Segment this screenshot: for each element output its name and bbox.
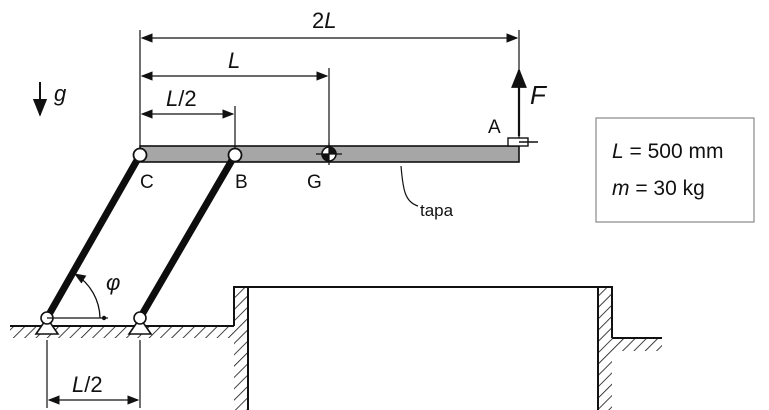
dim-l: L [140, 48, 330, 146]
ground-right [612, 337, 662, 351]
pin-b [227, 147, 243, 163]
pin-right-ground [133, 311, 147, 325]
point-b-label: B [235, 172, 248, 193]
force-label: F [530, 80, 548, 110]
point-c-label: C [140, 172, 154, 193]
lid-leader: tapa [400, 165, 454, 220]
angle-reference-dot [101, 315, 107, 321]
dim-2l-label: 2L [312, 8, 337, 33]
param-length: L = 500 mm [612, 140, 723, 163]
point-a-label: A [488, 117, 501, 138]
container-left-wall-hatch [234, 287, 248, 410]
lid-label: tapa [420, 201, 454, 220]
dim-half-top: L/2 [140, 86, 236, 148]
link-c [43, 151, 144, 322]
ground-left-hatch [10, 326, 234, 338]
pin-c [132, 147, 148, 163]
param-mass: m = 30 kg [612, 177, 705, 200]
container-right-wall [597, 286, 613, 410]
container [233, 286, 613, 410]
container-left-wall [233, 286, 249, 410]
point-g-label: G [307, 172, 322, 193]
support-left [34, 311, 60, 335]
container-right-wall-hatch [598, 287, 612, 410]
link-b [136, 151, 239, 322]
dim-half-top-label: L/2 [166, 86, 197, 111]
angle-label: φ [106, 270, 120, 295]
angle-arc [74, 273, 101, 319]
ground-right-hatch [612, 338, 662, 351]
lid-leader-line [400, 165, 419, 207]
support-right [127, 311, 153, 335]
center-of-mass-symbol [316, 143, 342, 165]
params-box: L = 500 mm m = 30 kg [595, 117, 755, 223]
support-left-triangle [34, 316, 60, 335]
support-right-triangle [127, 316, 153, 335]
dim-l-label: L [228, 48, 240, 73]
angle-indicator: φ [47, 270, 120, 321]
gravity-indicator: g [32, 81, 67, 117]
dim-half-bottom: L/2 [46, 340, 141, 408]
force-indicator: F [511, 68, 548, 136]
dim-half-bottom-label: L/2 [72, 372, 103, 397]
gravity-label: g [54, 81, 67, 106]
params-box-frame [595, 117, 755, 223]
